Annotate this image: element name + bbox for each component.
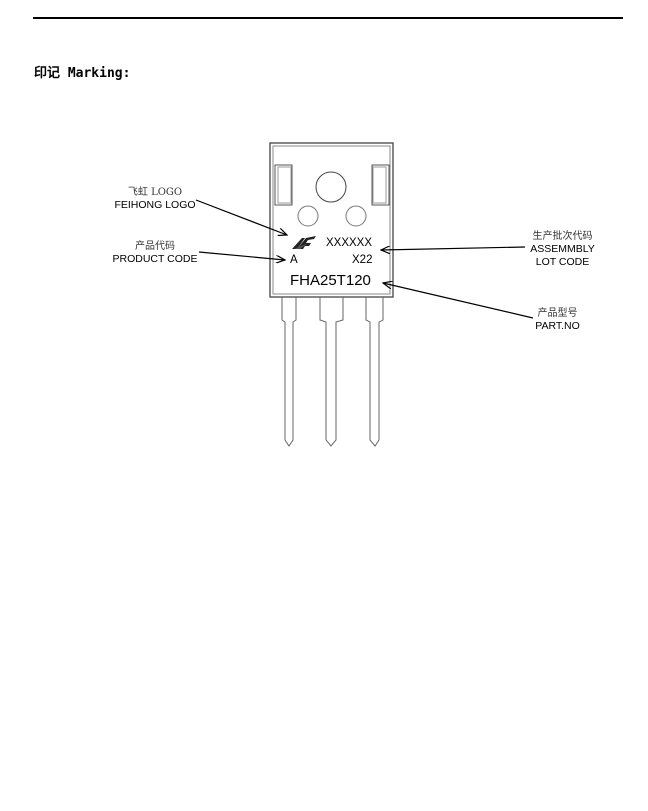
product-code-label: 产品代码 PRODUCT CODE [100, 240, 210, 266]
part-no-label: 产品型号 PART.NO [515, 307, 600, 333]
lot-code-label-en2: LOT CODE [535, 256, 590, 268]
lot-code-label: 生产批次代码 ASSEMMBLY LOT CODE [515, 230, 610, 269]
header-rule [33, 17, 623, 19]
lot-code-label-en1: ASSEMMBLY [530, 243, 595, 255]
part-number-marking: FHA25T120 [290, 272, 371, 289]
date-code-marking: X22 [352, 254, 373, 266]
logo-label-cn: 飞虹 LOGO [127, 187, 183, 198]
logo-label: 飞虹 LOGO FEIHONG LOGO [100, 186, 210, 212]
section-heading: 印记 Marking: [34, 66, 131, 81]
part-no-label-cn: 产品型号 [537, 308, 578, 319]
package-leads [281, 297, 384, 447]
product-code-marking: A [290, 254, 298, 266]
package-body [269, 142, 394, 298]
feihong-logo-icon [292, 236, 316, 249]
logo-label-en: FEIHONG LOGO [114, 199, 196, 211]
part-no-label-en: PART.NO [535, 320, 580, 332]
lot-code-label-cn: 生产批次代码 [532, 231, 593, 242]
product-code-label-cn: 产品代码 [135, 241, 175, 252]
lot-code-marking: XXXXXX [326, 237, 373, 249]
callout-arrows [195, 199, 534, 319]
product-code-label-en: PRODUCT CODE [112, 253, 198, 265]
